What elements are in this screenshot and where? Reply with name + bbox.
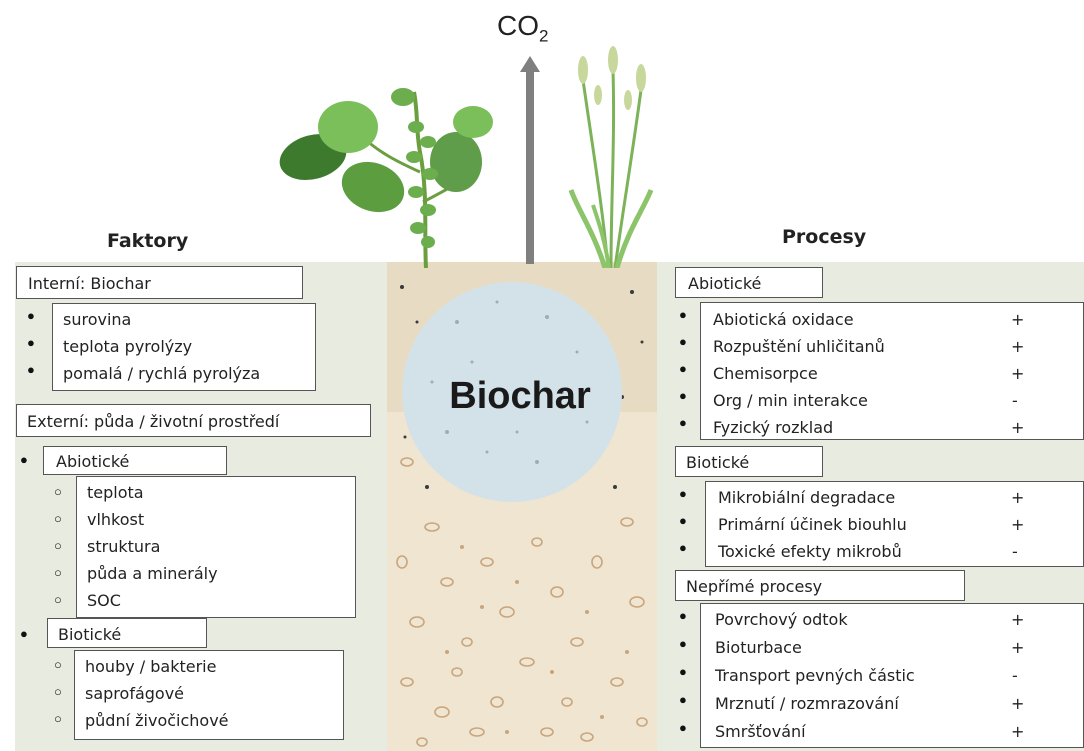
processes-abiotic-title-box: Abiotické: [675, 267, 823, 298]
list-item: půda a minerály: [87, 564, 218, 583]
effect-sign: +: [1011, 610, 1025, 629]
list-item: Mikrobiální degradace: [718, 488, 896, 507]
bullet-icon: ●: [679, 540, 687, 555]
factors-abiotic-title: Abiotické: [56, 452, 130, 471]
biochar-label: Biochar: [449, 375, 591, 417]
list-item: teplota pyrolýzy: [63, 337, 193, 356]
bullet-icon: ●: [27, 308, 35, 323]
legume-plant-illustration: [279, 88, 493, 268]
external-environment-title: Externí: půda / životní prostředí: [27, 412, 280, 431]
factors-biotic-list: houby / bakterie saprofágové půdní živoč…: [74, 650, 344, 740]
processes-biotic-title-box: Biotické: [675, 446, 823, 477]
bullet-icon: ●: [20, 626, 28, 641]
bullet-icon: ●: [679, 334, 687, 349]
co2-arrow: [520, 56, 540, 264]
processes-heading: Procesy: [782, 226, 867, 248]
list-item: Povrchový odtok: [715, 610, 848, 629]
list-item: Toxické efekty mikrobů: [718, 542, 902, 561]
circle-bullet-icon: ○: [54, 484, 62, 499]
effect-sign: +: [1011, 488, 1025, 507]
factors-biotic-title: Biotické: [58, 625, 122, 644]
bullet-icon: ●: [679, 415, 687, 430]
factors-heading: Faktory: [107, 230, 189, 252]
bullet-icon: ●: [679, 636, 687, 651]
effect-sign: +: [1011, 364, 1025, 383]
bullet-icon: ●: [679, 608, 687, 623]
list-item: Fyzický rozklad: [713, 418, 834, 437]
list-item: půdní živočichové: [85, 711, 229, 730]
list-item: Transport pevných částic: [715, 666, 915, 685]
processes-indirect-list: Povrchový odtok Bioturbace Transport pev…: [700, 603, 1084, 748]
effect-sign: +: [1011, 418, 1025, 437]
effect-sign: +: [1011, 638, 1025, 657]
effect-sign: +: [1011, 694, 1025, 713]
list-item: SOC: [87, 591, 121, 610]
factors-biotic-title-box: Biotické: [47, 618, 207, 648]
effect-sign: +: [1011, 310, 1025, 329]
list-item: teplota: [87, 483, 144, 502]
list-item: vlhkost: [87, 510, 145, 529]
processes-biotic-list: Mikrobiální degradace Primární účinek bi…: [705, 481, 1084, 567]
list-item: Abiotická oxidace: [713, 310, 854, 329]
effect-sign: -: [1012, 666, 1018, 685]
bullet-icon: ●: [27, 335, 35, 350]
effect-sign: -: [1012, 542, 1018, 561]
list-item: Bioturbace: [715, 638, 802, 657]
circle-bullet-icon: ○: [54, 538, 62, 553]
bullet-icon: ●: [679, 692, 687, 707]
processes-biotic-title: Biotické: [686, 453, 750, 472]
internal-factors-list: surovina teplota pyrolýzy pomalá / rychl…: [52, 303, 316, 391]
list-item: Primární účinek biouhlu: [718, 515, 907, 534]
list-item: houby / bakterie: [85, 657, 217, 676]
circle-bullet-icon: ○: [54, 592, 62, 607]
bullet-icon: ●: [679, 361, 687, 376]
circle-bullet-icon: ○: [54, 565, 62, 580]
factors-abiotic-list: teplota vlhkost struktura půda a minerál…: [76, 476, 356, 618]
list-item: Rozpuštění uhličitanů: [713, 337, 885, 356]
list-item: struktura: [87, 537, 161, 556]
bullet-icon: ●: [679, 664, 687, 679]
effect-sign: +: [1011, 515, 1025, 534]
soil-illustration: [387, 262, 657, 751]
processes-indirect-title: Nepřímé procesy: [686, 577, 823, 596]
list-item: Chemisorpce: [713, 364, 818, 383]
list-item: saprofágové: [85, 684, 185, 703]
internal-biochar-title-box: Interní: Biochar: [16, 266, 303, 299]
list-item: Smršťování: [715, 722, 806, 741]
internal-biochar-title: Interní: Biochar: [28, 274, 151, 293]
bullet-icon: ●: [679, 720, 687, 735]
circle-bullet-icon: ○: [54, 511, 62, 526]
bullet-icon: ●: [679, 307, 687, 322]
circle-bullet-icon: ○: [54, 684, 62, 699]
bullet-icon: ●: [679, 513, 687, 528]
co2-label: CO2: [497, 10, 549, 46]
effect-sign: +: [1011, 722, 1025, 741]
list-item: surovina: [63, 310, 132, 329]
bullet-icon: ●: [20, 452, 28, 467]
wheat-plant-illustration: [568, 46, 654, 268]
external-environment-title-box: Externí: půda / životní prostředí: [16, 404, 371, 437]
factors-abiotic-title-box: Abiotické: [43, 446, 227, 475]
processes-abiotic-title: Abiotické: [688, 274, 762, 293]
list-item: Org / min interakce: [713, 391, 868, 410]
bullet-icon: ●: [679, 388, 687, 403]
bullet-icon: ●: [679, 486, 687, 501]
processes-abiotic-list: Abiotická oxidace Rozpuštění uhličitanů …: [700, 302, 1084, 440]
circle-bullet-icon: ○: [54, 711, 62, 726]
list-item: pomalá / rychlá pyrolýza: [63, 364, 261, 383]
list-item: Mrznutí / rozmrazování: [715, 694, 899, 713]
bullet-icon: ●: [27, 362, 35, 377]
effect-sign: -: [1012, 391, 1018, 410]
effect-sign: +: [1011, 337, 1025, 356]
circle-bullet-icon: ○: [54, 657, 62, 672]
processes-indirect-title-box: Nepřímé procesy: [675, 570, 965, 601]
